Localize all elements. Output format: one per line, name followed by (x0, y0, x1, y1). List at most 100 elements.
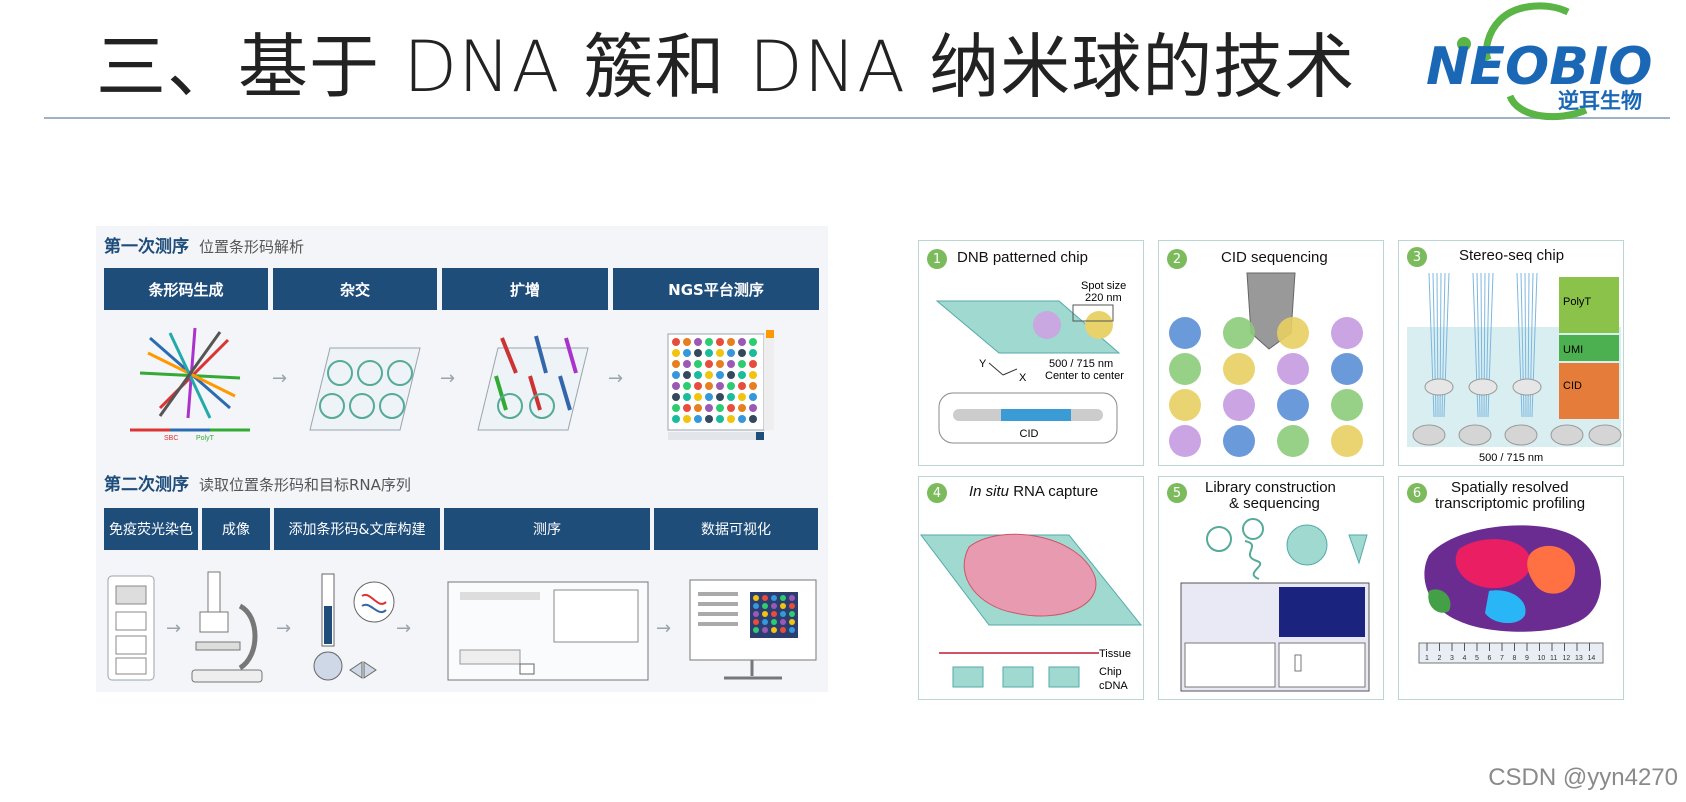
step-barcode-library: 添加条形码&文库构建 (274, 508, 440, 550)
barcode-bundle-illustration (130, 327, 250, 432)
step-data-visualization: 数据可视化 (654, 508, 818, 550)
viz-dot (771, 627, 777, 633)
sbc-label: SBC (164, 435, 178, 442)
ruler-tick-label: 8 (1513, 655, 1517, 662)
ngs-dot (683, 415, 691, 423)
visualization-dots (753, 595, 795, 633)
viz-dot (789, 619, 795, 625)
arrow: → (608, 368, 623, 389)
cell-spatial-profiling: 6 Spatially resolved transcriptomic prof… (1398, 476, 1624, 700)
viz-dot (780, 595, 786, 601)
cell-library-construction: 5 Library construction & sequencing (1158, 476, 1384, 700)
ngs-dot (672, 415, 680, 423)
ngs-dot (672, 404, 680, 412)
label-italic: In situ (969, 483, 1010, 500)
dnb-ball (1331, 425, 1363, 457)
ngs-dot (727, 382, 735, 390)
step-sequencing: 测序 (444, 508, 650, 550)
polyt-label: PolyT (196, 435, 215, 442)
rna-capture-illustration: Tissue Chip cDNA (919, 533, 1143, 692)
viz-dot (753, 595, 759, 601)
ngs-dot (749, 371, 757, 379)
ngs-dot (694, 371, 702, 379)
chip-spot (1504, 424, 1538, 446)
ngs-dot (727, 415, 735, 423)
viz-dot (789, 595, 795, 601)
viz-dot (789, 603, 795, 609)
spot-size-label: Spot size (1081, 280, 1126, 292)
viz-dot (753, 611, 759, 617)
probe-spot (1424, 378, 1454, 396)
neobio-logo: NEOBIO 逆耳生物 (1418, 0, 1683, 122)
polyt-label: PolyT (1563, 296, 1591, 308)
viz-dot (753, 603, 759, 609)
chip-label: Chip (1099, 666, 1122, 678)
ngs-dot (738, 338, 746, 346)
ngs-dot (694, 360, 702, 368)
ruler-tick-label: 7 (1500, 655, 1504, 662)
ngs-dot (738, 360, 746, 368)
step-imaging: 成像 (202, 508, 270, 550)
step-number-badge: 5 (1167, 483, 1187, 503)
ngs-dot (727, 360, 735, 368)
logo-arc-bottom (1506, 94, 1588, 121)
ngs-dot (738, 371, 746, 379)
step-number-badge: 1 (927, 249, 947, 269)
ngs-dot (694, 349, 702, 357)
ngs-dot-grid (672, 338, 757, 423)
dnb-ball (1277, 317, 1309, 349)
step-hybridization: 杂交 (273, 268, 437, 310)
viz-dot (762, 619, 768, 625)
ruler-tick-label: 9 (1525, 655, 1529, 662)
cell-stereo-seq-chip: 3 Stereo-seq chip PolyT UMI CID 500 / 71… (1398, 240, 1624, 466)
spot-size-value: 220 nm (1085, 292, 1122, 304)
probe-spot (1512, 378, 1542, 396)
dnb-ball (1331, 353, 1363, 385)
ngs-dot (683, 371, 691, 379)
ngs-dot (749, 415, 757, 423)
ngs-dot (683, 382, 691, 390)
dnb-ball (1223, 389, 1255, 421)
tissue-label: Tissue (1099, 648, 1131, 660)
viz-dot (789, 627, 795, 633)
cell-dnb-patterned-chip: 1 DNB patterned chip Spot size 220 nm 50… (918, 240, 1144, 466)
chip-spot (1550, 424, 1584, 446)
logo-subtext: 逆耳生物 (1558, 89, 1642, 113)
cell-label: Library construction (1205, 479, 1336, 496)
dnb-ball (1169, 425, 1201, 457)
dnb-chip-illustration: Spot size 220 nm 500 / 715 nm Center to … (935, 280, 1126, 444)
arrow: → (276, 618, 291, 639)
axis-x-label: X (1019, 372, 1027, 384)
viz-dot (753, 619, 759, 625)
ngs-dot (727, 393, 735, 401)
cdna-label: cDNA (1099, 680, 1128, 692)
ngs-dot (727, 338, 735, 346)
ngs-dot (749, 360, 757, 368)
ngs-dot (694, 382, 702, 390)
ngs-dot (683, 338, 691, 346)
probe-spot (1468, 378, 1498, 396)
pitch-label: 500 / 715 nm (1479, 452, 1543, 463)
ngs-dot (694, 415, 702, 423)
ngs-dot (738, 393, 746, 401)
ngs-dot (749, 382, 757, 390)
section2-subtitle: 读取位置条形码和目标RNA序列 (199, 476, 411, 494)
dnb-ball (1331, 389, 1363, 421)
arrow: → (396, 618, 411, 639)
ngs-dot (716, 338, 724, 346)
slide-title: 三、基于 DNA 簇和 DNA 纳米球的技术 (96, 26, 1356, 108)
ruler-tick-label: 13 (1575, 655, 1583, 662)
step-number-badge: 2 (1167, 249, 1187, 269)
viz-dot (780, 619, 786, 625)
ngs-dot (694, 404, 702, 412)
hybridization-chip-illustration (309, 347, 421, 431)
step-ngs-sequencing: NGS平台测序 (613, 268, 819, 310)
viz-dot (762, 627, 768, 633)
viz-dot (780, 627, 786, 633)
cell-label-line2: & sequencing (1229, 495, 1320, 512)
sequencer-illustration (447, 581, 649, 681)
cell-in-situ-rna-capture: 4 In situ RNA capture Tissue Chip cDNA (918, 476, 1144, 700)
logo-wordmark: NEOBIO (1426, 37, 1652, 97)
ngs-dot (672, 371, 680, 379)
chip-spot (1458, 424, 1492, 446)
